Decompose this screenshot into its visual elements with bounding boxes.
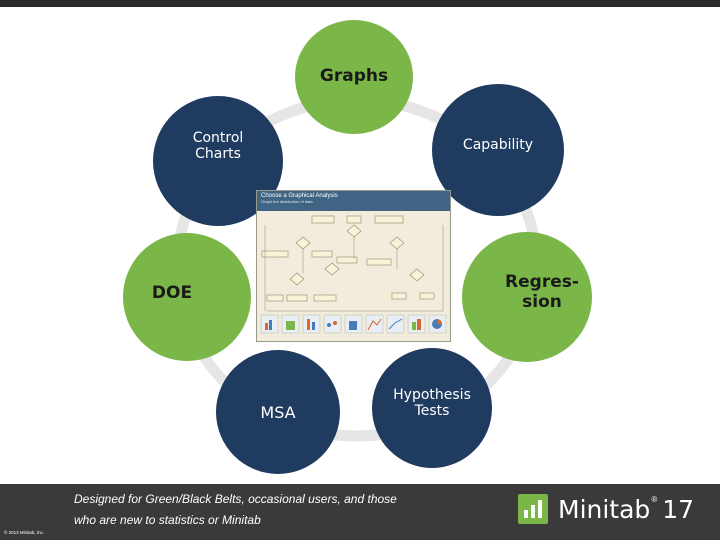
footer-tagline-line-2: who are new to statistics or Minitab: [74, 513, 261, 527]
copyright-text: © 2013 Minitab, Inc.: [4, 530, 45, 535]
node-regression-label: Regres- sion: [505, 272, 579, 312]
node-hypothesis-tests[interactable]: Hypothesis Tests: [372, 348, 492, 468]
logo-wordmark: Minitab: [558, 494, 651, 524]
node-control-charts-label: Control Charts: [192, 129, 244, 162]
node-msa-label: MSA: [260, 402, 296, 422]
minitab-bar-chart-icon: [518, 494, 548, 524]
node-capability[interactable]: Capability: [432, 84, 564, 216]
graphical-analysis-flowchart: Choose a Graphical Analysis Graph the di…: [256, 190, 451, 342]
node-graphs-label: Graphs: [319, 66, 389, 87]
logo-version: 17: [662, 494, 695, 524]
flowchart-header: Choose a Graphical Analysis Graph the di…: [257, 191, 450, 211]
node-msa[interactable]: MSA: [216, 350, 340, 474]
node-doe[interactable]: DOE: [123, 233, 251, 361]
node-hypothesis-tests-label: Hypothesis Tests: [393, 386, 471, 419]
footer-tagline: Designed for Green/Black Belts, occasion…: [74, 489, 474, 531]
registered-mark: ®: [651, 494, 658, 504]
flowchart-subtitle: Graph the distribution of data: [261, 199, 313, 205]
flowchart-diagram: [260, 215, 447, 334]
footer-bar: Designed for Green/Black Belts, occasion…: [0, 484, 720, 540]
node-graphs[interactable]: Graphs: [295, 20, 413, 134]
minitab-logo: Minitab ® 17: [518, 494, 694, 524]
node-doe-label: DOE: [151, 283, 193, 304]
node-regression[interactable]: Regres- sion: [462, 232, 592, 362]
footer-tagline-line-1: Designed for Green/Black Belts, occasion…: [74, 492, 397, 506]
top-bar: [0, 0, 720, 7]
flowchart-title: Choose a Graphical Analysis: [261, 193, 338, 199]
node-capability-label: Capability: [462, 136, 534, 153]
